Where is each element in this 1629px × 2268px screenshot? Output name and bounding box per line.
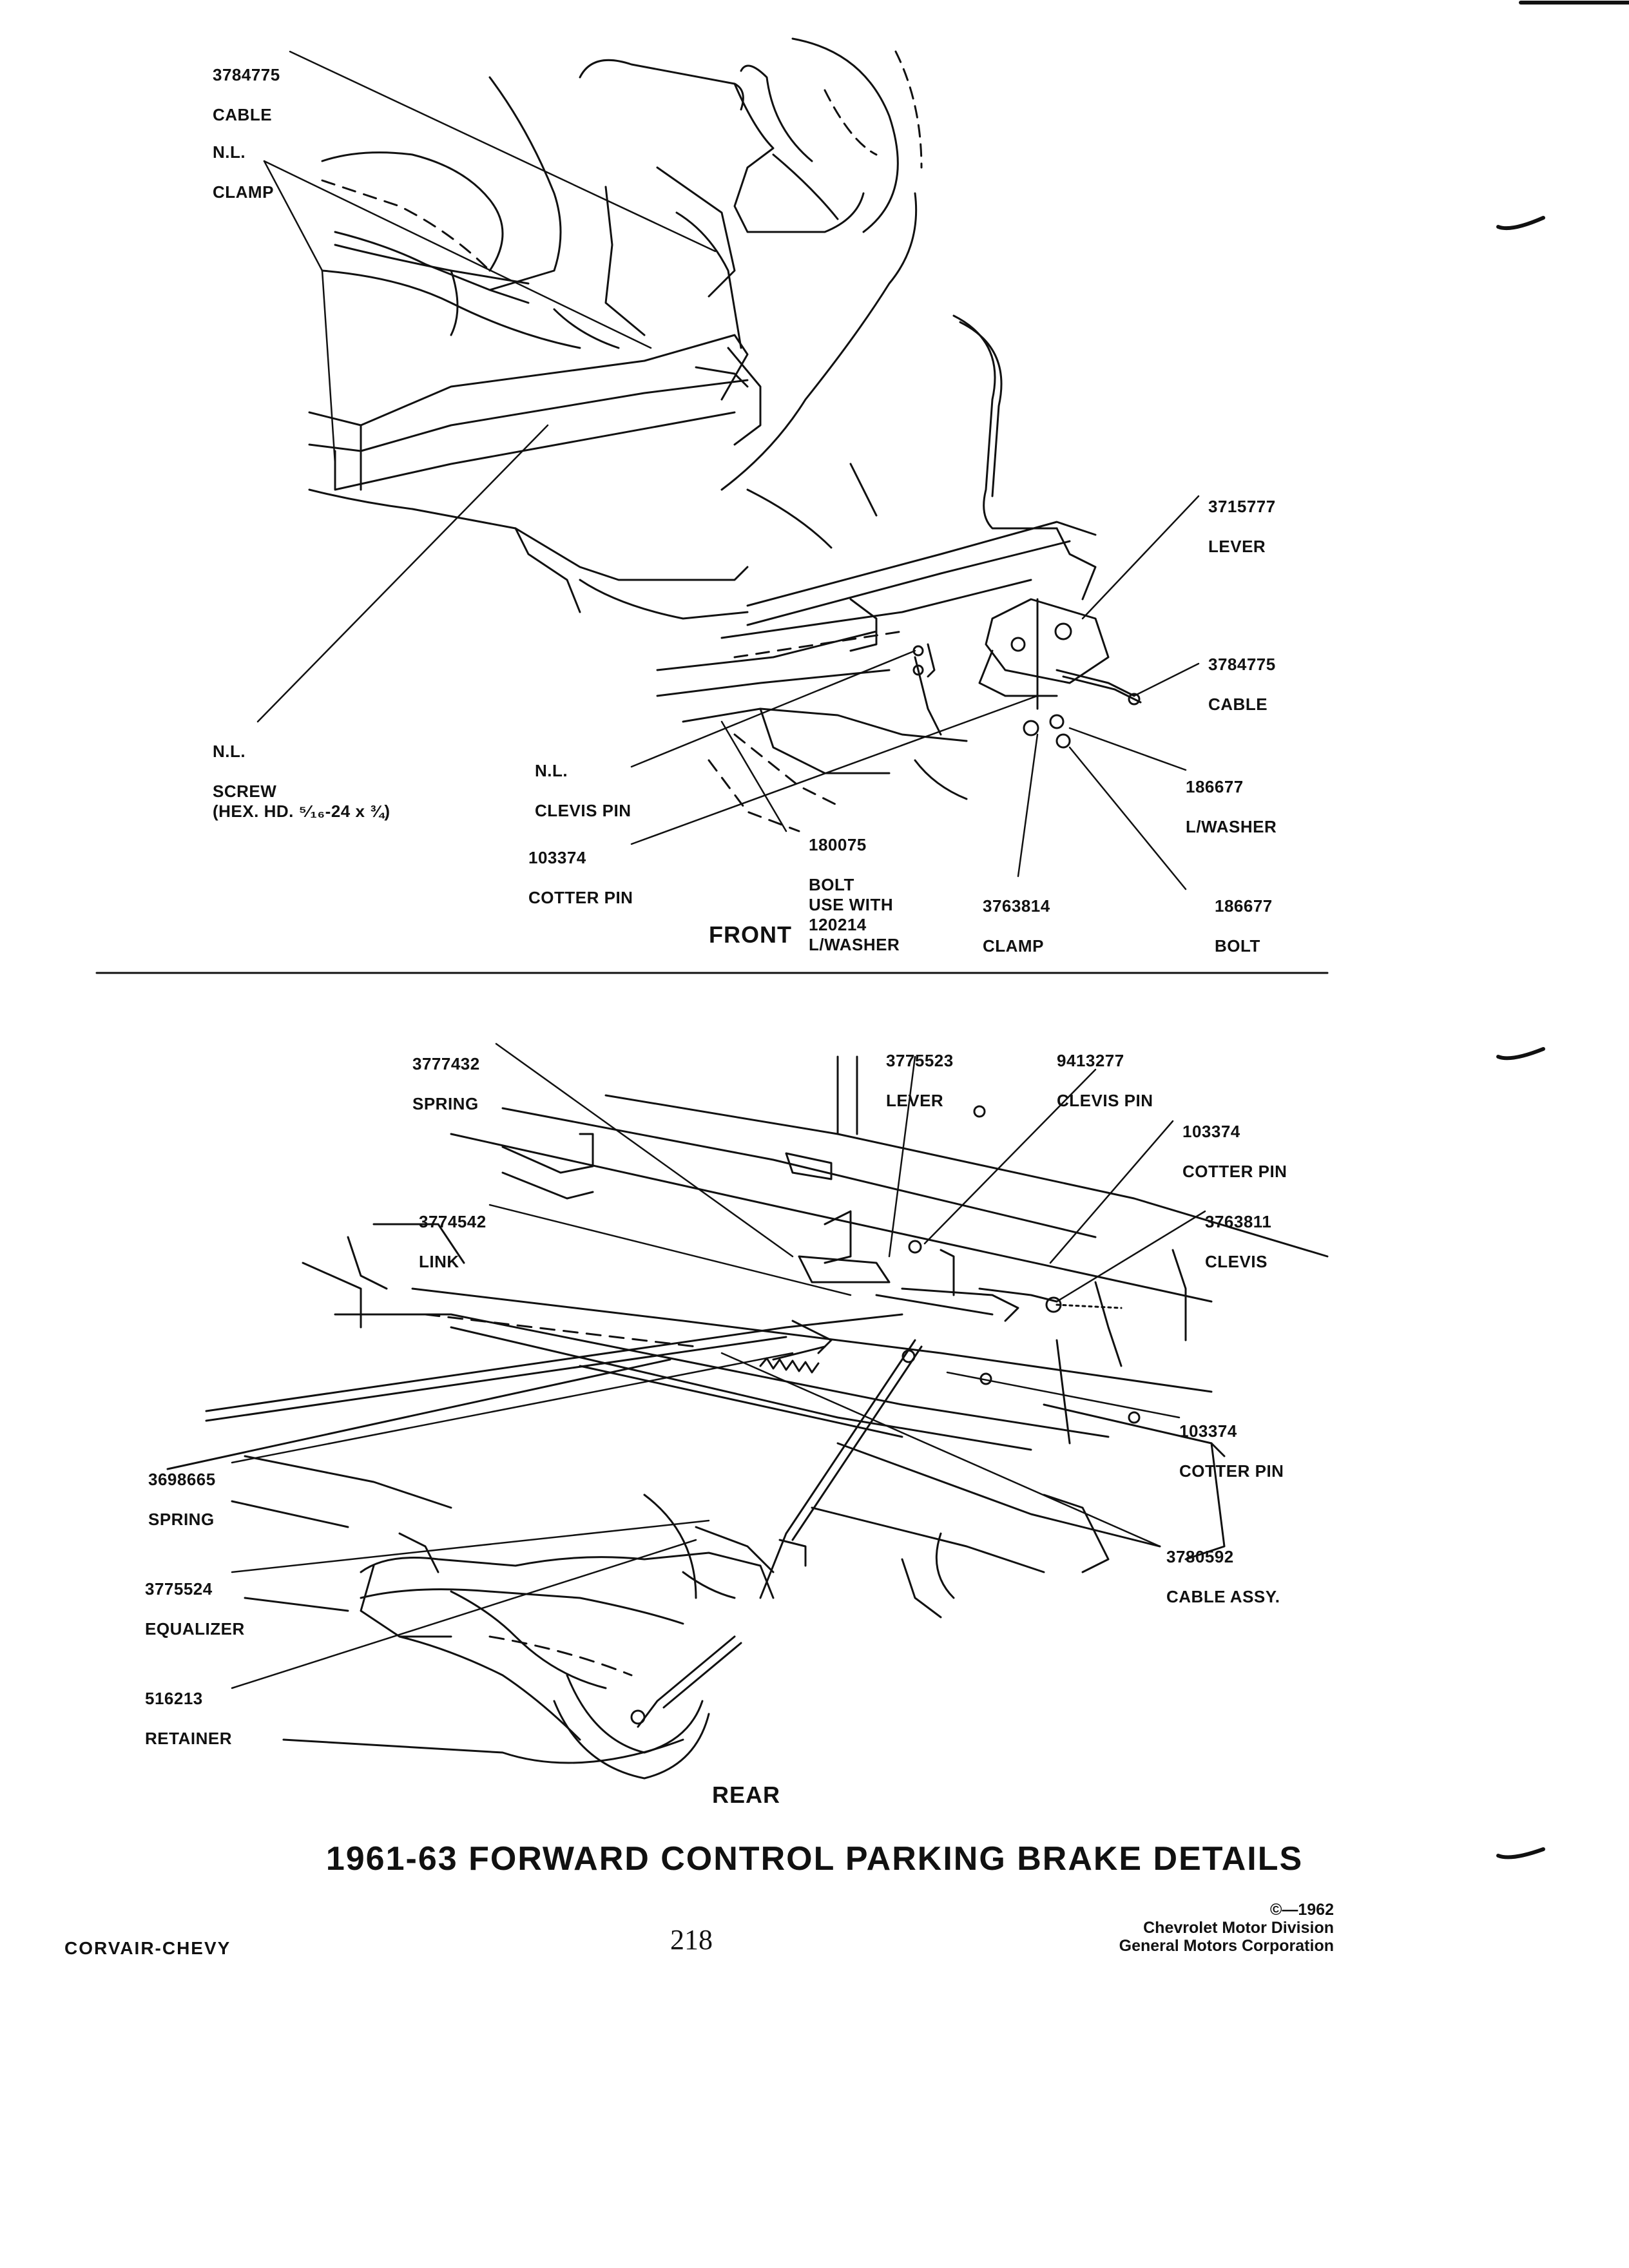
callout-part-number: 516213 [145,1689,203,1708]
callout-part-number: N.L. [535,761,568,780]
callout-spring-3698665: 3698665 SPRING [148,1450,216,1550]
callout-clamp-nl: N.L. CLAMP [213,122,274,222]
callout-cable-3784775-right: 3784775 CABLE [1208,635,1276,735]
callout-part-name: CABLE ASSY. [1166,1587,1280,1606]
callout-part-name: SPRING [412,1094,479,1113]
callout-part-name: LEVER [1208,537,1266,556]
footer-copyright-block: ©—1962 Chevrolet Motor Division General … [1119,1901,1334,1955]
callout-clevis-3763811: 3763811 CLEVIS [1205,1192,1271,1292]
callout-lever-3775523: 3775523 LEVER [886,1031,954,1131]
callout-part-number: 3775524 [145,1579,213,1599]
callout-part-number: N.L. [213,142,246,162]
callout-part-name: BOLT [1215,936,1260,956]
page-title: 1961-63 FORWARD CONTROL PARKING BRAKE DE… [325,1840,1304,1878]
callout-part-number: 180075 [809,835,867,854]
callout-part-number: 3774542 [419,1212,487,1231]
callout-equalizer-3775524: 3775524 EQUALIZER [145,1559,245,1659]
callout-clevis-pin-nl: N.L. CLEVIS PIN [535,741,631,841]
callout-clevis-pin-9413277: 9413277 CLEVIS PIN [1057,1031,1153,1131]
callout-part-number: 3698665 [148,1470,216,1489]
front-view-label: FRONT [709,921,792,948]
callout-part-name: LINK [419,1252,459,1271]
callout-part-number: 103374 [528,848,586,867]
rear-view-drawing [166,1043,1329,1780]
callout-part-name: RETAINER [145,1729,232,1748]
callout-cotter-pin-103374-upper: 103374 COTTER PIN [1182,1102,1287,1202]
callout-spring-3777432: 3777432 SPRING [412,1034,480,1134]
corporation-name: General Motors Corporation [1119,1937,1334,1955]
callout-retainer-516213: 516213 RETAINER [145,1669,232,1769]
callout-part-name: CLAMP [983,936,1044,956]
footer-manual-name: CORVAIR-CHEVY [64,1938,231,1958]
callout-part-number: 9413277 [1057,1051,1124,1070]
front-view-drawing [256,37,1200,890]
callout-part-number: 186677 [1215,896,1273,916]
callout-part-number: 3775523 [886,1051,954,1070]
callout-part-name: CABLE [213,105,273,124]
callout-part-name: L/WASHER [1186,817,1277,836]
callout-part-number: 3784775 [1208,655,1276,674]
callout-part-name: COTTER PIN [1182,1162,1287,1181]
page-number: 218 [670,1924,713,1956]
callout-part-number: N.L. [213,742,246,761]
callout-part-number: 3780592 [1166,1547,1234,1566]
callout-bolt-186677: 186677 BOLT [1215,876,1273,976]
callout-part-name: EQUALIZER [145,1619,245,1639]
callout-link-3774542: 3774542 LINK [419,1192,487,1292]
callout-cotter-pin-103374-front: 103374 COTTER PIN [528,828,633,928]
callout-part-name: COTTER PIN [528,888,633,907]
callout-part-name: SCREW (HEX. HD. ⁵⁄₁₆-24 x ¾) [213,782,390,821]
callout-part-number: 103374 [1182,1122,1240,1141]
callout-lever-3715777: 3715777 LEVER [1208,477,1276,577]
callout-cable-3784775-top: 3784775 CABLE [213,45,280,145]
callout-cable-assy-3780592: 3780592 CABLE ASSY. [1166,1527,1280,1627]
callout-part-number: 3784775 [213,65,280,84]
copyright-year: ©—1962 [1269,1901,1334,1919]
callout-part-name: BOLT USE WITH 120214 L/WASHER [809,875,900,954]
callout-part-number: 103374 [1179,1421,1237,1441]
callout-part-name: CABLE [1208,695,1268,714]
callout-part-name: COTTER PIN [1179,1461,1284,1481]
scan-edge-marks [1496,1,1629,1860]
callout-part-name: LEVER [886,1091,944,1110]
callout-part-number: 3763814 [983,896,1050,916]
rear-view-label: REAR [712,1782,781,1808]
callout-part-number: 186677 [1186,777,1244,796]
callout-part-number: 3777432 [412,1054,480,1073]
callout-part-number: 3715777 [1208,497,1276,516]
callout-part-name: CLEVIS PIN [1057,1091,1153,1110]
callout-part-name: SPRING [148,1510,215,1529]
callout-lwasher-186677: 186677 L/WASHER [1186,757,1277,857]
callout-part-name: CLEVIS [1205,1252,1268,1271]
division-name: Chevrolet Motor Division [1143,1919,1334,1937]
callout-part-name: CLEVIS PIN [535,801,631,820]
callout-cotter-pin-103374-lower: 103374 COTTER PIN [1179,1401,1284,1501]
callout-clamp-3763814: 3763814 CLAMP [983,876,1050,976]
callout-screw-nl: N.L. SCREW (HEX. HD. ⁵⁄₁₆-24 x ¾) [213,722,390,841]
callout-part-number: 3763811 [1205,1212,1272,1231]
callout-bolt-180075: 180075 BOLT USE WITH 120214 L/WASHER [809,815,900,975]
callout-part-name: CLAMP [213,182,274,202]
